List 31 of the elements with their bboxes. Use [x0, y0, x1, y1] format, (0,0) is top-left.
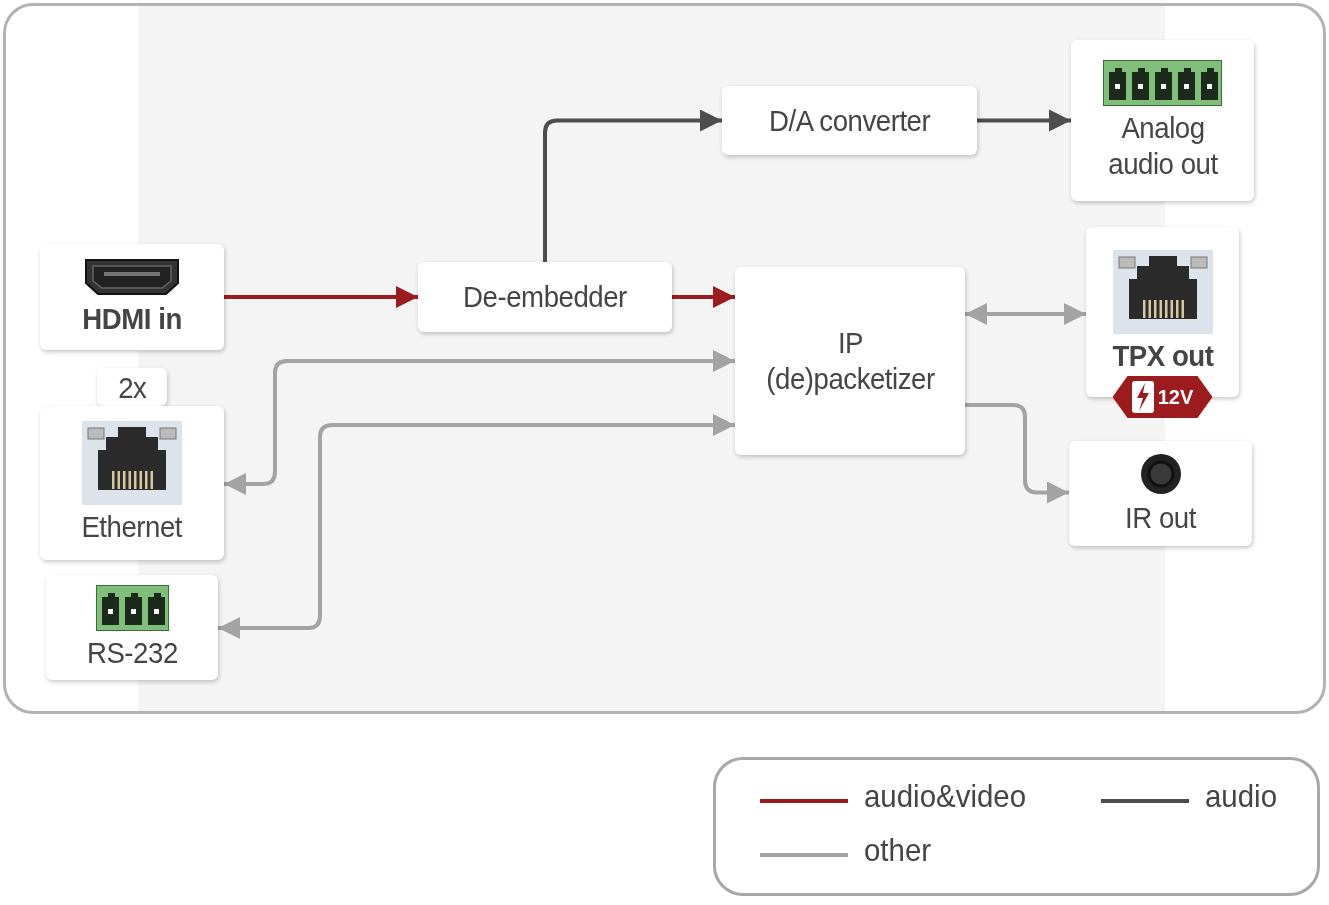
box-label: RS-232: [86, 634, 178, 671]
arrow: [543, 109, 722, 262]
arrow: [965, 303, 1086, 325]
process-box: [418, 262, 672, 332]
box-label: De-embedder: [463, 279, 627, 315]
arrow: [218, 414, 735, 639]
box-label: Ethernet: [81, 509, 183, 545]
box-label: 2x: [117, 370, 147, 406]
box-label: D/A converter: [768, 102, 931, 139]
arrow: [965, 403, 1069, 504]
legend-label: audio: [1205, 778, 1278, 815]
port-label: HDMI in: [82, 301, 182, 337]
voltage-label: 12V: [1157, 385, 1194, 409]
legend-label: audio&video: [864, 778, 1027, 815]
arrow: [224, 286, 418, 308]
output-port-box: [1069, 441, 1252, 546]
port-box: [40, 406, 224, 560]
box-label: IP (de)packetizer: [764, 325, 936, 397]
arrow: [224, 350, 735, 495]
process-box: [722, 86, 977, 155]
box-label: IR out: [1125, 499, 1196, 536]
input-port-box: [40, 244, 224, 350]
port-box: [46, 575, 218, 680]
port-label: TPX out: [1111, 338, 1213, 374]
count-tab: [97, 368, 167, 406]
box-label: Analog audio out: [1106, 109, 1219, 182]
arrow: [672, 286, 735, 308]
legend-label: other: [864, 832, 932, 869]
arrow: [977, 109, 1071, 132]
output-port-box: [1071, 40, 1254, 201]
process-box: [735, 267, 965, 455]
